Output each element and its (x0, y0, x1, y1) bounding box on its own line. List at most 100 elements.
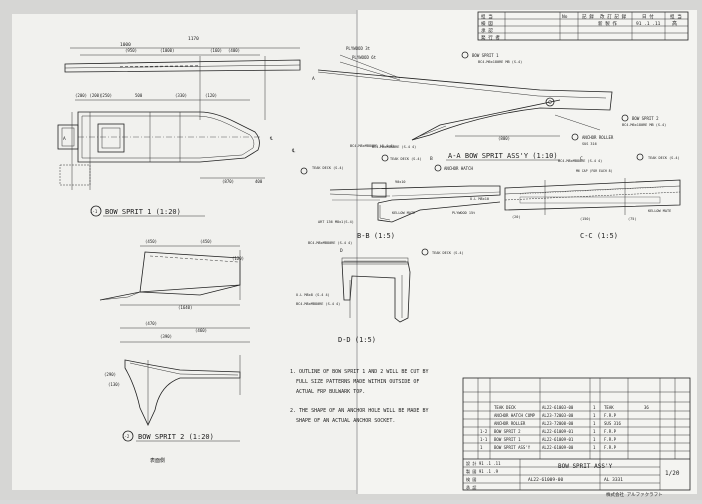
centerline-mark: ℄ (269, 136, 274, 142)
cc-label-kellow: KELLOW MATE (648, 209, 671, 213)
bb-label-90x10: 90x10 (395, 180, 406, 184)
part-name: ANCHOR HATCH COMP (494, 413, 536, 418)
part-number: AL22-61003-00 (542, 405, 574, 410)
cc-label-m6cap: M6 CAP (FOR EACH 8) (576, 169, 613, 173)
approval-header-revision: 改 訂 記 録 (600, 13, 627, 20)
right-sheet (357, 10, 697, 494)
label-bowsprit2: BOW SPRIT 2 (632, 116, 659, 121)
label-plywood-3t: PLYWOOD 3t (346, 46, 371, 51)
footer-check: 検 図 (466, 476, 476, 482)
approval-header-person: 担 当 (670, 13, 682, 20)
bowsprit2-side-view: (450) (450) (120) 表面側 (1640) (99, 239, 244, 310)
footer-approve: 承 認 (466, 484, 476, 490)
dim-400b: 400 (255, 179, 263, 184)
cc-title: C-C (1:5) (580, 232, 618, 240)
bb-hatch-coaming (371, 182, 387, 198)
aa-title: A-A BOW SPRIT ASS'Y (1:10) (448, 152, 558, 160)
badge-1-1: 1-1 (90, 209, 98, 214)
part-qty: 1 (593, 445, 596, 450)
cc-label-teak: TEAK DECK (S-4) (648, 156, 680, 160)
approval-header-no: No (562, 14, 568, 20)
surface-side-mark: 表面側 (150, 457, 165, 464)
bowsprit2-title: BOW SPRIT 2 (1:20) (138, 433, 214, 441)
note-line-4: 2. THE SHAPE OF AN ANCHOR HOLE WILL BE M… (290, 408, 428, 414)
dd-label-ul: U.L M8x8 (S-4 4) (296, 293, 330, 297)
section-marker-b: B (430, 156, 433, 162)
parts-row: 1-2 BOW SPRIT 2 AL22-61009-01 1 F.R.P (480, 429, 617, 434)
part-material: TEAK (604, 405, 614, 410)
dd-section-profile (341, 261, 411, 323)
dim-950: (950) (125, 48, 137, 53)
section-marker-a-right: A (312, 76, 315, 82)
dim-160: (160) (210, 48, 222, 53)
approval-row-2: 検 図 (481, 20, 493, 27)
dim-390: (390) (160, 334, 172, 339)
part-name: TEAK DECK (494, 405, 516, 410)
part-number: AL22-61009-01 (542, 429, 574, 434)
part-name: BOW SPRIT 1 (494, 437, 521, 442)
dd-label-teak: TEAK DECK (S-4) (432, 251, 464, 255)
bb-label-bc4-2: BC4-M8xMB80RE (S-4 4) (372, 145, 416, 149)
part-material: F.R.P (604, 445, 617, 450)
dim-460: (460) (195, 328, 207, 333)
parts-row: ANCHOR HATCH COMP AL23-72003-00 1 F.R.P (494, 413, 617, 418)
section-marker-d: D (340, 248, 343, 254)
general-notes: 1. OUTLINE OF BOW SPRIT 1 AND 2 WILL BE … (290, 369, 428, 424)
bb-label-teak-1: TEAK DECK (S-4) (312, 166, 344, 170)
part-number: AL22-61009-00 (542, 445, 574, 450)
dim-130: (130) (108, 382, 120, 387)
part-number: AL23-72008-00 (542, 421, 574, 426)
cc-dim-20: (20) (512, 215, 520, 219)
drawing-number: AL22-61009-00 (528, 477, 564, 483)
footer-design: 設 計 91 .1 .11 (466, 460, 501, 466)
view-title-bowsprit2: 1-2 BOW SPRIT 2 (1:20) (122, 430, 240, 442)
aa-assembly-view: PLYWOOD 3t PLYWOOD 6t BOW SPRIT 1 BC4-M6… (291, 46, 666, 162)
part-number: AL23-72003-00 (542, 413, 574, 418)
dim-800: (800) (498, 136, 510, 141)
cc-deck-section (504, 179, 681, 211)
parts-row: ANCHOR ROLLER AL23-72008-00 1 SUS 316 (494, 421, 621, 426)
dim-120b: (120) (232, 256, 244, 261)
part-name: ANCHOR ROLLER (494, 421, 526, 426)
dim-1170: 1170 (188, 36, 199, 42)
label-sus316: SUS 316 (582, 142, 597, 146)
cc-label-bc4: BC4-M8xMB80RE (S-4 4) (558, 159, 602, 163)
view-title-aa: A-A BOW SPRIT ASS'Y (1:10) (446, 152, 560, 161)
part-material: F.R.P (604, 437, 617, 442)
dd-title: D-D (1:5) (338, 336, 376, 344)
bb-label-plywood-15: PLYWOOD 15t (452, 211, 475, 215)
dim-1640: (1640) (178, 305, 192, 310)
part-material: SUS 316 (604, 421, 621, 426)
label-plywood-6t: PLYWOOD 6t (352, 55, 377, 60)
bb-label-ul: U.L M8x10 (470, 197, 489, 201)
dim-450b: (450) (200, 239, 212, 244)
bb-label-anchor-hatch: ANCHOR HATCH (444, 166, 473, 171)
part-qty: 1 (593, 413, 596, 418)
aa-sprit-profile (317, 69, 613, 141)
dim-1000: 1000 (120, 42, 131, 48)
title-block: TEAK DECK AL22-61003-00 1 TEAK 36 ANCHOR… (462, 377, 691, 498)
approval-header-record: 記 録 (582, 13, 594, 20)
part-qty: 1 (593, 437, 596, 442)
parts-row: TEAK DECK AL22-61003-00 1 TEAK 36 (494, 405, 649, 410)
part-qty: 1 (593, 421, 596, 426)
anchor-hatch-opening (97, 123, 125, 153)
part-ref: 1 (480, 445, 483, 450)
bb-label-art: ART 136 M8x1(S-4) (318, 220, 354, 224)
bowsprit1-outline (77, 111, 260, 163)
bb-deck (329, 185, 501, 204)
cc-section-view: BC4-M8xMB80RE (S-4 4) TEAK DECK (S-4) KE… (504, 153, 681, 221)
dim-330: (330) (175, 93, 187, 98)
cc-dim-75: (75) (628, 217, 636, 221)
approval-new-build: 新 製 作 (598, 20, 617, 27)
section-marker-a-left: A (63, 136, 66, 142)
parts-row: 1-1 BOW SPRIT 1 AL22-61009-01 1 F.R.P (480, 437, 617, 442)
note-line-3: ACTUAL FRP BULWARK TOP. (296, 389, 365, 395)
part-ref: 1-1 (480, 437, 488, 442)
dd-section-view: BC4-M8xMB80RE (S-4 4) TEAK DECK (S-4) U.… (296, 241, 464, 323)
label-bowsprit1: BOW SPRIT 1 (472, 53, 499, 58)
footer-drafting: 製 図 91 .1 .9 (466, 468, 499, 474)
approval-row-1: 担 当 (481, 13, 493, 20)
dd-label-bc4-1: BC4-M8xMB80RE (S-4 4) (308, 241, 352, 245)
